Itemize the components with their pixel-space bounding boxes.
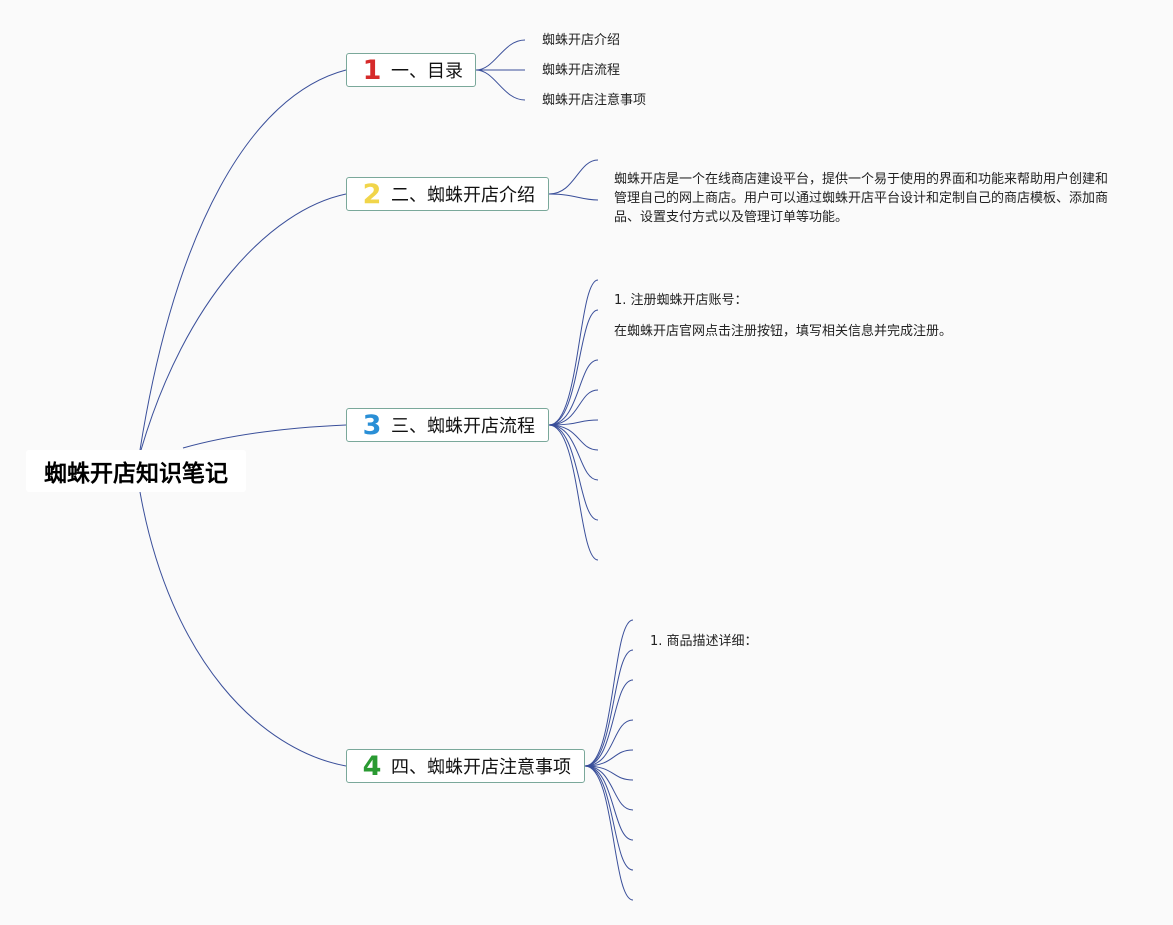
link-b4-8 xyxy=(584,765,634,841)
link-b3-7 xyxy=(548,424,599,481)
link-b3-5 xyxy=(548,419,599,426)
link-b3-1 xyxy=(548,279,599,426)
link-b4-7 xyxy=(584,765,634,811)
toc-item-2[interactable]: 蜘蛛开店流程 xyxy=(542,63,621,78)
branch-node-3[interactable]: 3 三、蜘蛛开店流程 xyxy=(346,408,549,442)
toc-item-3[interactable]: 蜘蛛开店注意事项 xyxy=(542,93,647,108)
link-b2-top xyxy=(548,159,599,195)
toc-item-1[interactable]: 蜘蛛开店介绍 xyxy=(542,33,621,48)
branch-node-2[interactable]: 2 二、蜘蛛开店介绍 xyxy=(346,177,549,211)
link-b3-6 xyxy=(548,424,599,451)
link-b1-leaf-3 xyxy=(475,69,526,101)
branch-title-3: 三、蜘蛛开店流程 xyxy=(391,416,535,437)
branch-title-2: 二、蜘蛛开店介绍 xyxy=(391,185,535,206)
link-b1-leaf-1 xyxy=(475,39,526,71)
link-b4-4 xyxy=(584,719,634,767)
link-b3-9 xyxy=(548,424,599,561)
branch-number-2: 2 xyxy=(362,178,382,210)
link-b4-1 xyxy=(584,619,634,767)
branch-node-4[interactable]: 4 四、蜘蛛开店注意事项 xyxy=(346,749,585,783)
process-item-1[interactable]: 1. 注册蜘蛛开店账号： xyxy=(614,293,748,308)
notes-item-1[interactable]: 1. 商品描述详细： xyxy=(650,634,758,649)
link-root-branch-1 xyxy=(139,69,347,451)
link-b2-desc xyxy=(548,193,599,201)
branch-title-1: 一、目录 xyxy=(391,61,463,82)
branch-node-1[interactable]: 1 一、目录 xyxy=(346,53,476,87)
branch-title-4: 四、蜘蛛开店注意事项 xyxy=(391,757,571,778)
link-b3-4 xyxy=(548,389,599,426)
branch-number-1: 1 xyxy=(362,54,382,86)
link-b4-2 xyxy=(584,649,634,767)
link-b4-10 xyxy=(584,765,634,901)
intro-description[interactable]: 蜘蛛开店是一个在线商店建设平台，提供一个易于使用的界面和功能来帮助用户创建和管理… xyxy=(614,172,1109,225)
link-root-branch-2 xyxy=(140,193,347,451)
link-root-branch-4 xyxy=(139,491,347,767)
root-node[interactable]: 蜘蛛开店知识笔记 xyxy=(26,450,246,492)
link-b4-3 xyxy=(584,679,634,767)
link-b4-5 xyxy=(584,749,634,767)
branch-number-4: 4 xyxy=(362,750,382,782)
root-title: 蜘蛛开店知识笔记 xyxy=(44,461,228,487)
link-b3-3 xyxy=(548,359,599,426)
link-b3-2 xyxy=(548,309,599,426)
process-item-2[interactable]: 在蜘蛛开店官网点击注册按钮，填写相关信息并完成注册。 xyxy=(614,324,953,339)
link-b3-8 xyxy=(548,424,599,521)
branch-number-3: 3 xyxy=(362,409,382,441)
link-root-branch-3 xyxy=(182,424,347,449)
link-b4-6 xyxy=(584,765,634,781)
